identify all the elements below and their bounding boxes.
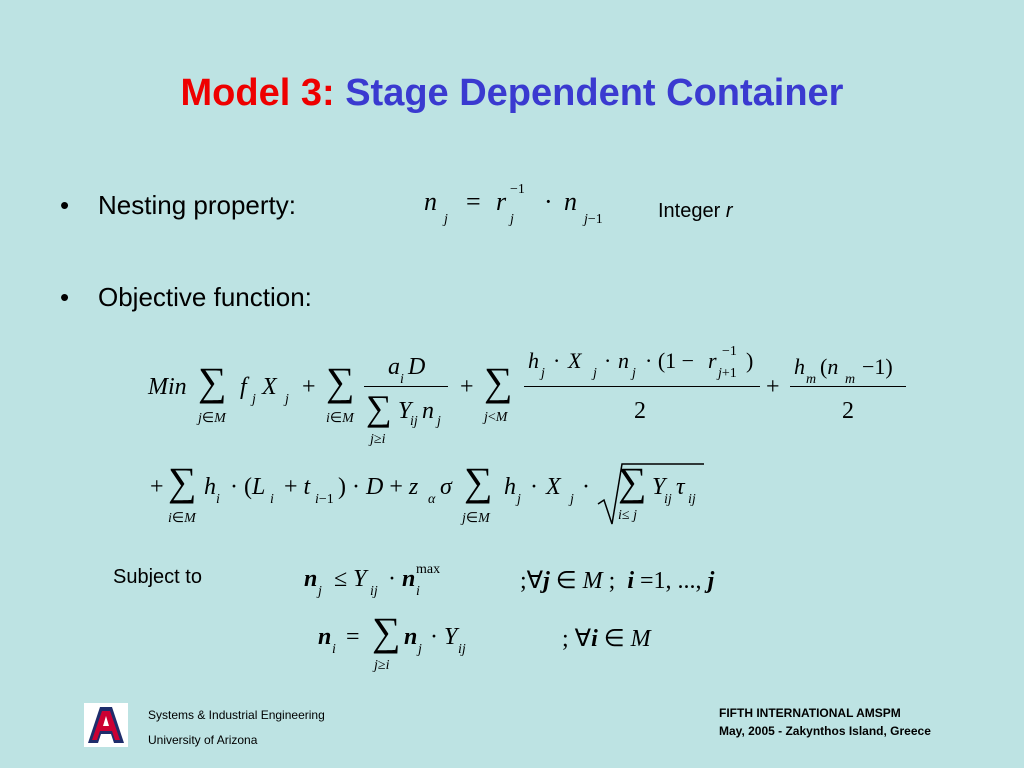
bullet-objective-label: Objective function: <box>98 282 312 312</box>
bullet-icon: • <box>60 190 70 220</box>
footer-university: University of Arizona <box>148 733 258 747</box>
footer-date-location: May, 2005 - Zakynthos Island, Greece <box>719 724 931 738</box>
footer-conference: FIFTH INTERNATIONAL AMSPM <box>719 706 901 720</box>
square-root-icon <box>597 463 704 525</box>
title-model-name: Stage Dependent Container <box>345 72 844 114</box>
bullet-icon: • <box>60 282 70 312</box>
subject-to-label: Subject to <box>113 566 202 588</box>
bullet-nesting-label: Nesting property: <box>98 190 296 220</box>
block-a-logo-icon <box>84 703 128 747</box>
footer-department: Systems & Industrial Engineering <box>148 708 325 722</box>
slide-title: Model 3: Stage Dependent Container <box>0 72 1024 115</box>
title-model-number: Model 3: <box>180 72 335 114</box>
university-logo <box>84 703 128 747</box>
bullet-objective-function: • Objective function: <box>60 282 312 313</box>
bullet-nesting-property: • Nesting property: <box>60 190 296 221</box>
nesting-note: Integer r <box>658 200 733 222</box>
